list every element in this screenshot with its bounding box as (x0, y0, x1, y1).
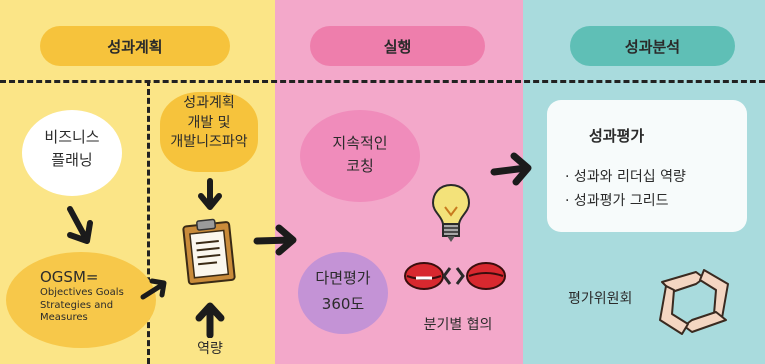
ogsm-title: OGSM= (40, 268, 99, 286)
business-planning-line-1: 비즈니스 (44, 128, 100, 146)
ogsm-line-2: Strategies and (40, 299, 114, 311)
ogsm-bubble (6, 252, 156, 348)
quarterly-meeting-label: 분기별 협의 (423, 317, 493, 333)
vertical-divider (147, 80, 150, 364)
plan-header: 성과계획 (40, 26, 230, 66)
dev-plan-line-3: 개발니즈파악 (170, 134, 248, 151)
dev-plan-line-1: 성과계획 (183, 95, 235, 111)
horizontal-divider (0, 80, 765, 83)
committee-label: 평가위원회 (568, 291, 633, 307)
ogsm-line-1: Objectives Goals (40, 287, 124, 298)
evaluation-title: 성과평가 (589, 127, 645, 145)
review360-line-2: 360도 (321, 294, 365, 313)
arrow-up-icon (195, 302, 225, 338)
dev-plan-bubble (160, 92, 258, 172)
evaluation-items: · 성과와 리더십 역량 · 성과평가 그리드 (565, 166, 686, 214)
ogsm-description: Objectives Goals Strategies and Measures (40, 287, 124, 325)
coaching-bubble (300, 110, 420, 202)
arrow-down-icon (67, 206, 93, 244)
ogsm-line-3: Measures (40, 312, 88, 323)
dev-plan-label: 성과계획 개발 및 개발니즈파악 (152, 94, 266, 153)
analyze-header: 성과분석 (570, 26, 735, 66)
lips-icon (404, 262, 506, 290)
review360-label: 다면평가 360도 (298, 266, 388, 317)
execute-header: 실행 (310, 26, 485, 66)
arrow-right-icon (490, 152, 532, 186)
coaching-line-1: 지속적인 (332, 134, 388, 152)
hands-icon (659, 269, 729, 335)
lightbulb-icon (431, 183, 471, 242)
evaluation-item: · 성과평가 그리드 (565, 192, 669, 209)
business-planning-label: 비즈니스 플래닝 (22, 126, 122, 173)
arrow-down-icon (198, 178, 222, 210)
competency-label: 역량 (197, 341, 223, 357)
review360-line-1: 다면평가 (315, 269, 371, 287)
coaching-line-2: 코칭 (346, 157, 374, 176)
review360-bubble (298, 252, 388, 334)
arrow-right-icon (253, 224, 297, 256)
evaluation-card (547, 100, 747, 232)
business-planning-line-2: 플래닝 (51, 151, 93, 170)
arrow-right-icon (140, 278, 167, 300)
dev-plan-line-2: 개발 및 (187, 114, 231, 131)
coaching-label: 지속적인 코칭 (300, 132, 420, 179)
evaluation-item: · 성과와 리더십 역량 (565, 169, 686, 185)
clipboard-icon (182, 218, 236, 286)
business-planning-bubble (22, 110, 122, 196)
